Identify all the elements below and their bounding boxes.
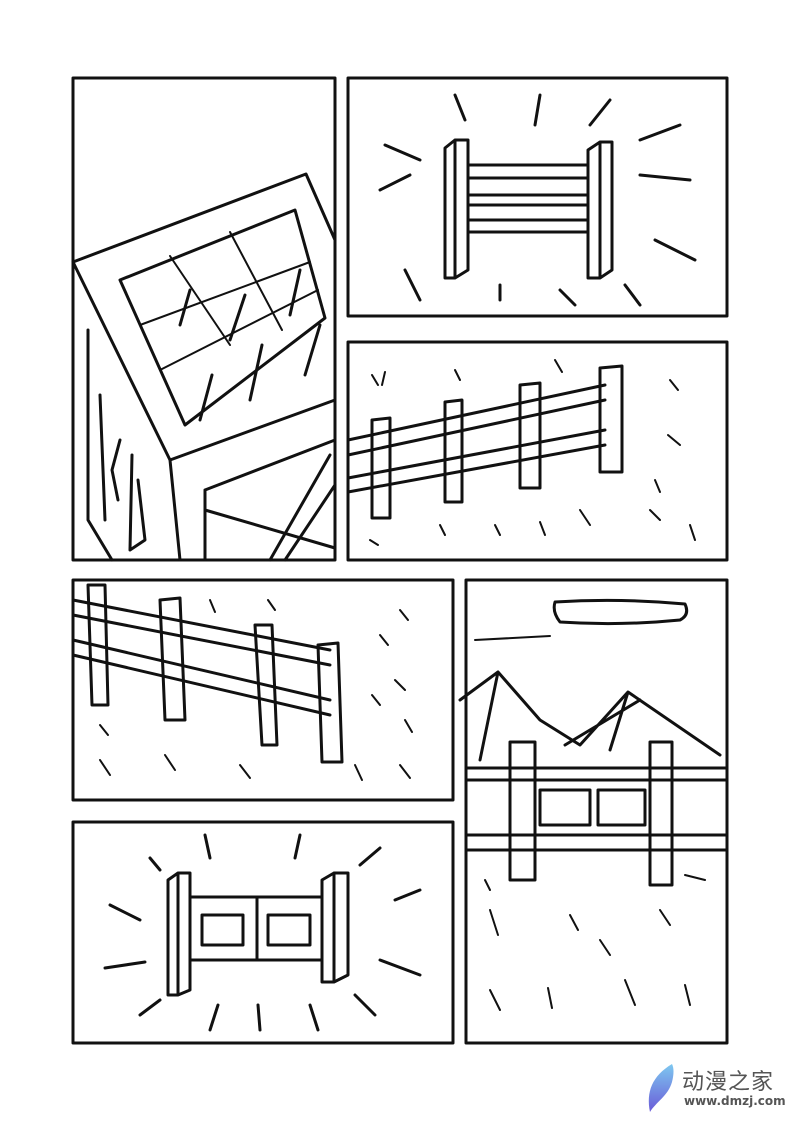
watermark: 动漫之家 www.dmzj.com [640,1060,800,1120]
panel-4-fence-closeup [71,578,455,802]
panel-6-fence-panel-glow [71,820,455,1045]
panel-2-fence-glow [346,76,729,318]
watermark-title: 动漫之家 [682,1070,775,1095]
flame-logo-icon [648,1064,674,1112]
watermark-url: www.dmzj.com [684,1094,786,1108]
panel-1-house-window [71,76,337,562]
panel-5-fence-mountains [458,578,729,1045]
panel-3-fence-perspective [346,340,729,562]
